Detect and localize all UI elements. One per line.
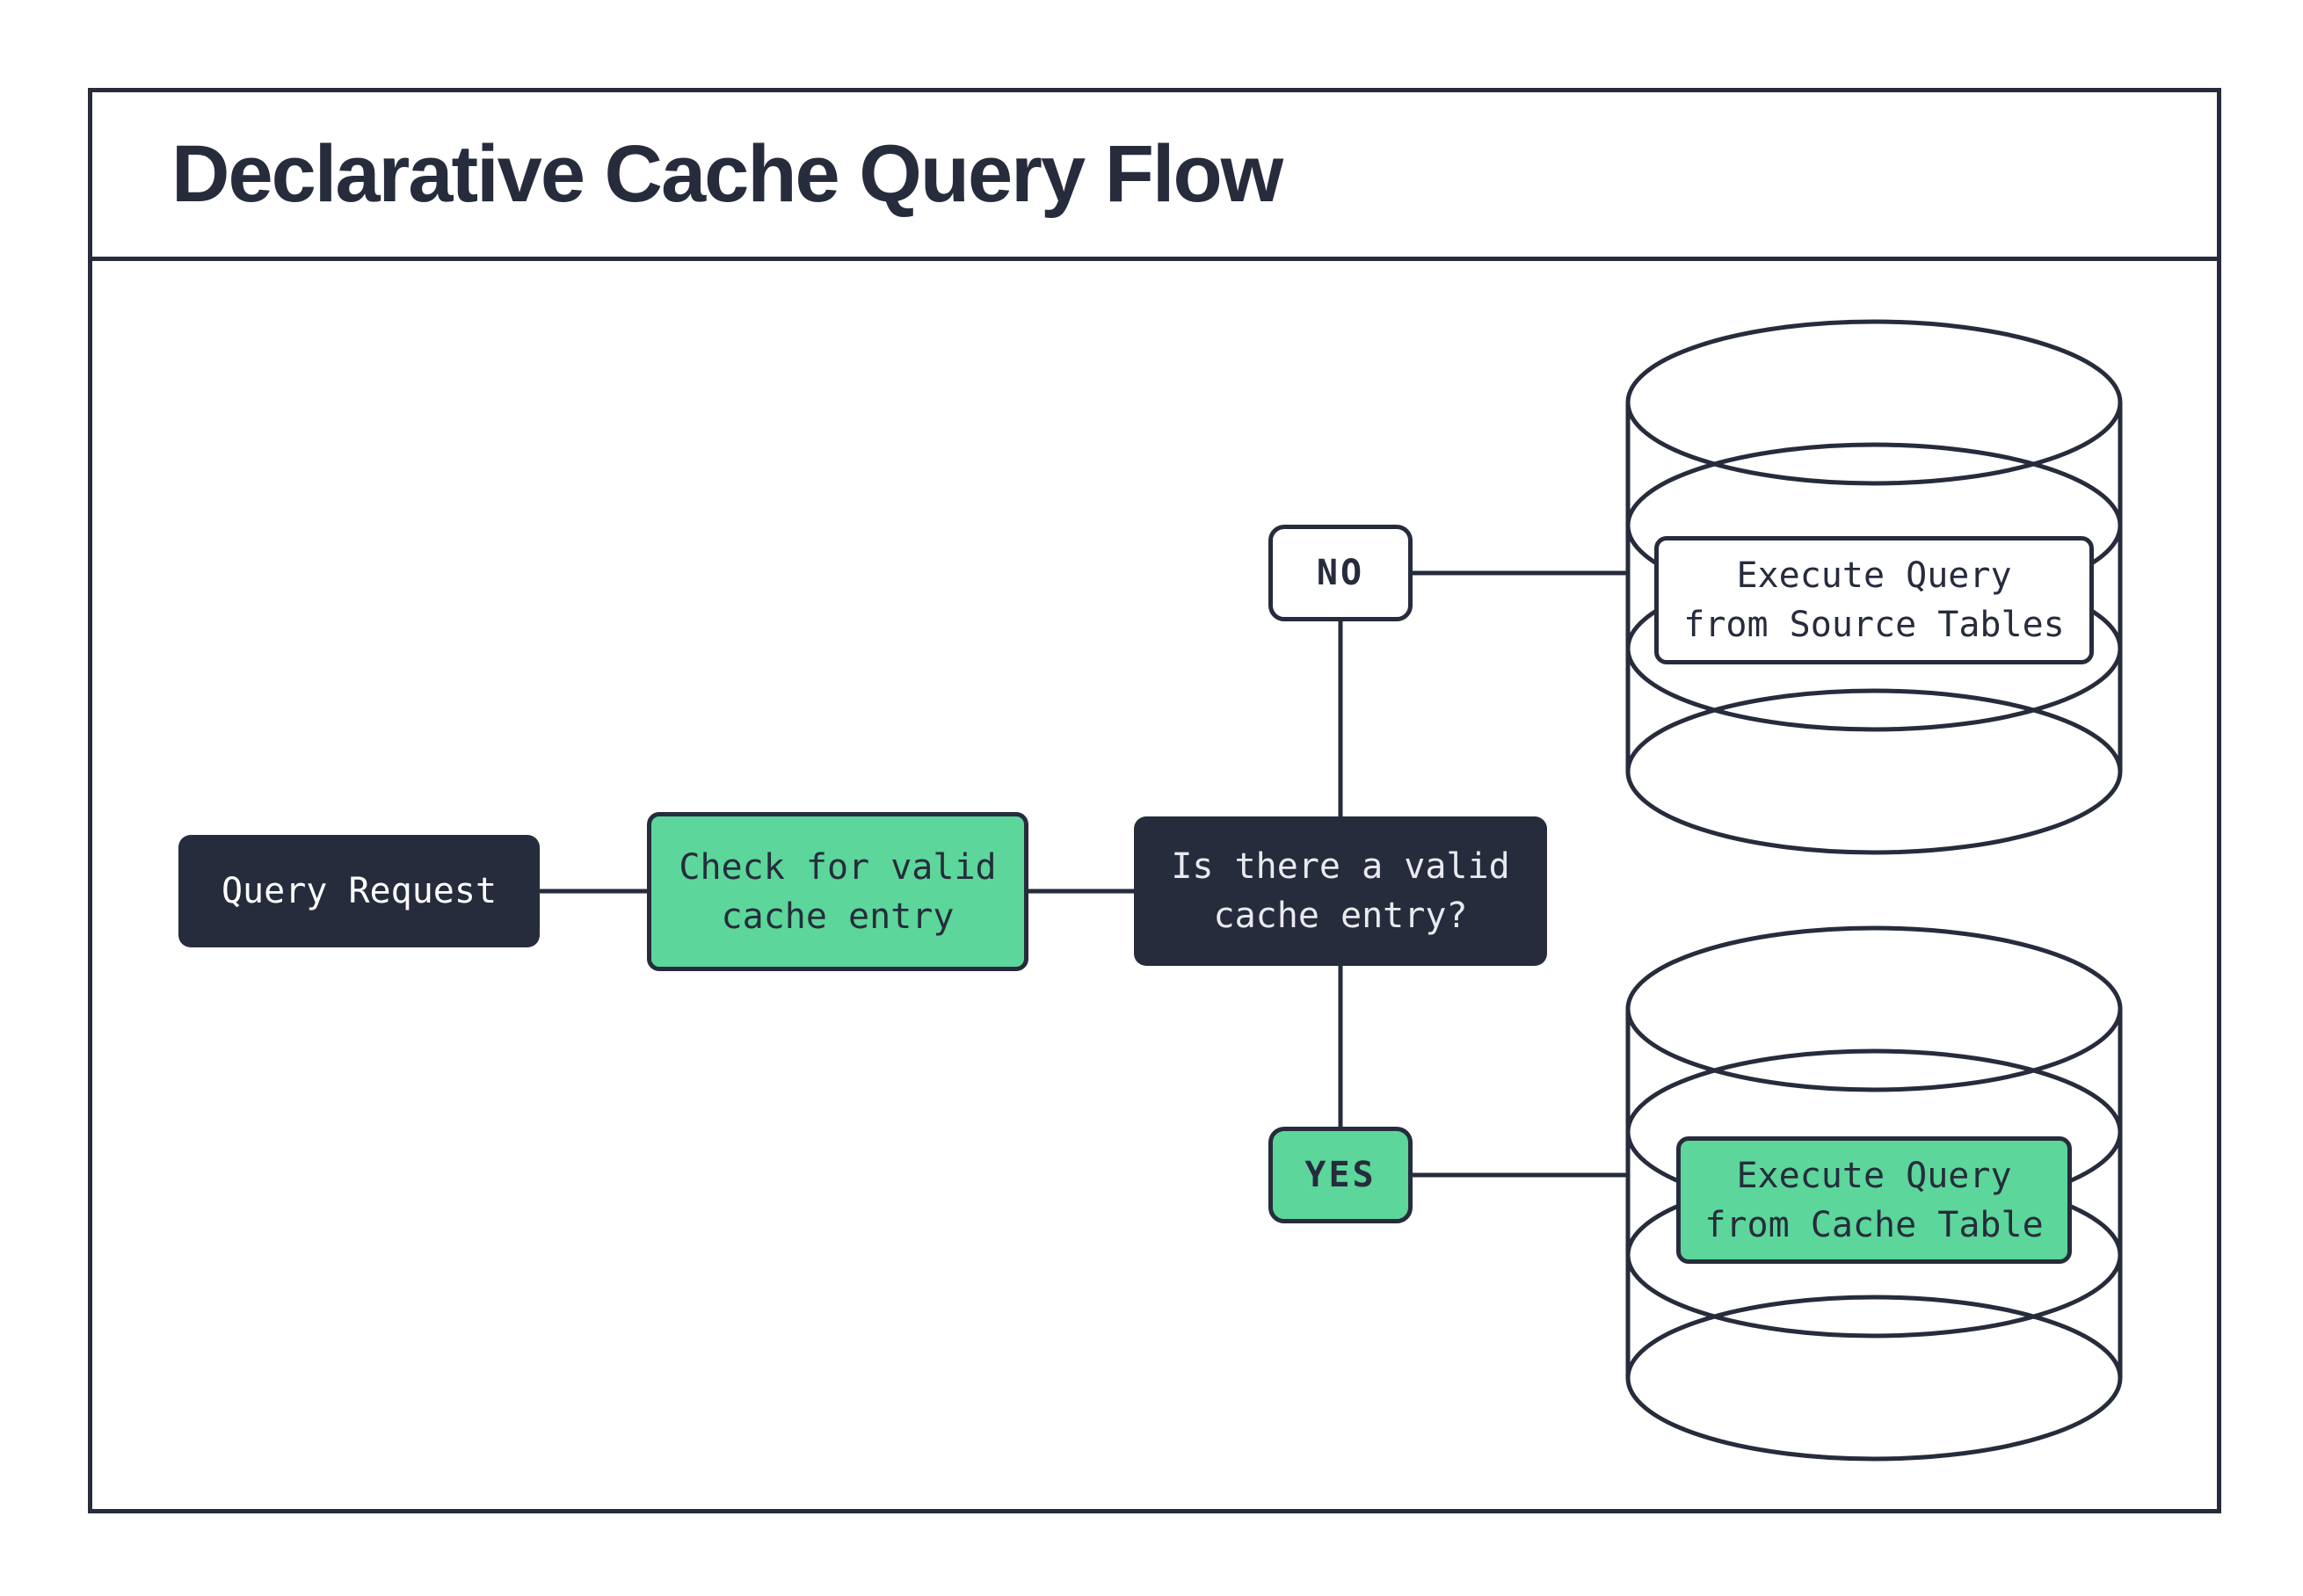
page-title: Declarative Cache Query Flow <box>171 129 1283 219</box>
branch-yes-text: YES <box>1304 1155 1377 1195</box>
diagram-frame: Declarative Cache Query Flow <box>88 88 2221 1513</box>
node-query-request: Query Request <box>178 835 540 947</box>
node-execute-cache-query-label: Execute Query from Cache Table <box>1704 1155 2044 1245</box>
branch-no-text: NO <box>1316 553 1365 593</box>
branch-label-no: NO <box>1268 525 1413 621</box>
node-check-cache-label: Check for valid cache entry <box>679 846 997 937</box>
cache-db-disk-1 <box>1625 925 2123 1092</box>
node-execute-source-query-label: Execute Query from Source Tables <box>1683 555 2065 645</box>
cache-db-disk-4 <box>1625 1295 2123 1462</box>
node-query-request-label: Query Request <box>221 871 498 911</box>
source-db-disk-1 <box>1625 319 2123 486</box>
node-execute-cache-query: Execute Query from Cache Table <box>1676 1136 2072 1264</box>
branch-label-yes: YES <box>1268 1127 1413 1223</box>
cache-database-icon <box>1625 925 2123 1462</box>
node-check-cache: Check for valid cache entry <box>647 812 1028 971</box>
source-db-disk-4 <box>1625 688 2123 855</box>
node-decision-label: Is there a valid cache entry? <box>1171 846 1510 936</box>
node-decision: Is there a valid cache entry? <box>1134 816 1547 966</box>
node-execute-source-query: Execute Query from Source Tables <box>1654 536 2094 664</box>
title-bar: Declarative Cache Query Flow <box>92 92 2217 261</box>
